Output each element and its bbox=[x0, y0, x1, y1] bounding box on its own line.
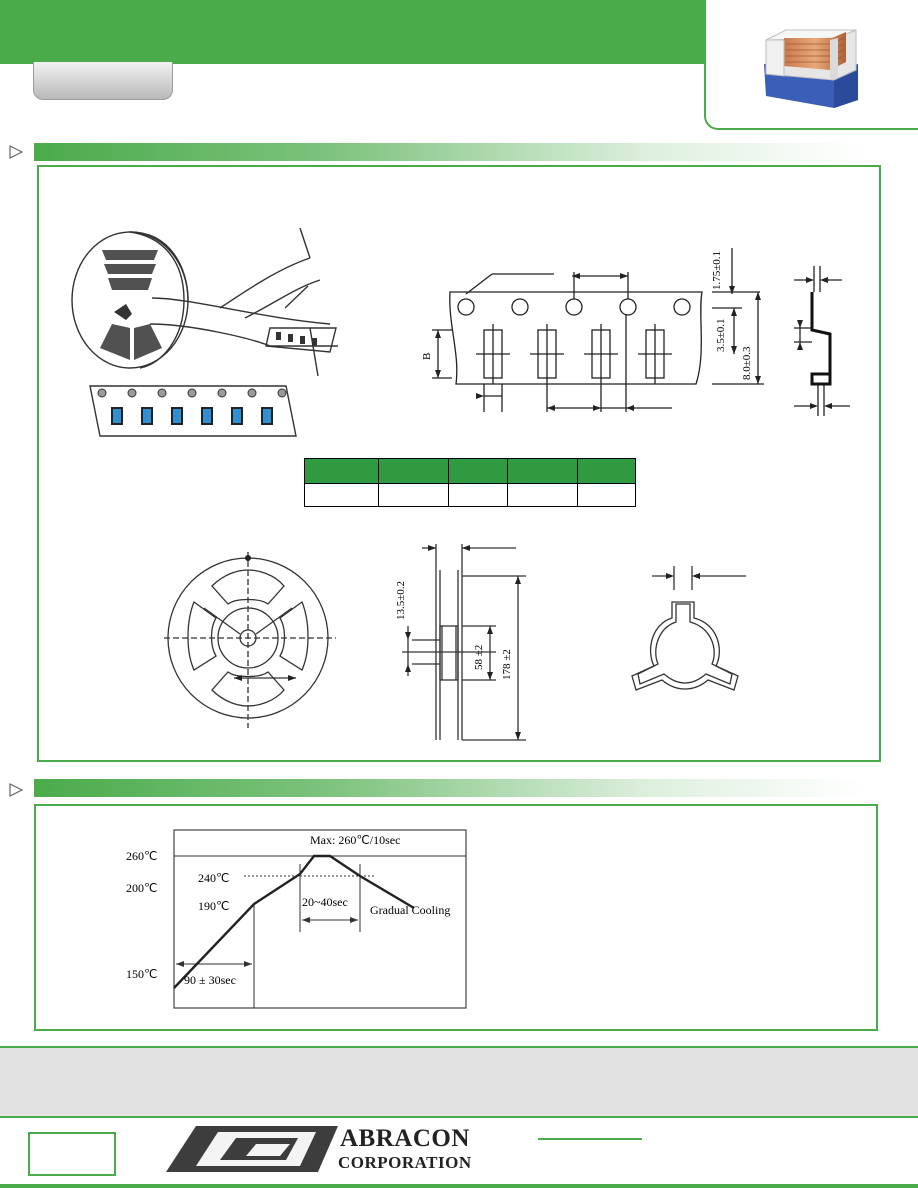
reel-spec-table bbox=[303, 458, 637, 507]
header-underline bbox=[0, 62, 704, 64]
company-name-line1: ABRACON bbox=[340, 1125, 470, 1152]
reflow-time-label: 20~40sec bbox=[302, 895, 348, 909]
abracon-logo-icon bbox=[166, 1126, 338, 1172]
temperature-profile-line bbox=[173, 854, 415, 989]
dim-top-edge: 1.75±0.1 bbox=[711, 251, 723, 290]
reflow-profile-chart: Max: 260℃/10sec 260℃ 240℃ 200℃ 190℃ 150℃… bbox=[126, 829, 467, 1009]
company-name-line2: CORPORATION bbox=[338, 1153, 472, 1172]
section-arrow-icon bbox=[9, 145, 24, 159]
footer-info-bar bbox=[0, 1046, 918, 1118]
footer-page-box bbox=[28, 1132, 116, 1176]
carrier-tape-dimension-drawing: 1.75±0.1 3.5±0.1 8.0±0.3 B bbox=[421, 248, 764, 412]
t190-label: 190℃ bbox=[198, 899, 229, 913]
table-row bbox=[303, 483, 637, 507]
reel-side-view-drawing: 13.5±0.2 58 ±2 178 ±2 bbox=[395, 544, 526, 741]
product-photo-frame bbox=[704, 0, 918, 130]
header-tab bbox=[33, 62, 173, 100]
preheat-time-label: 90 ± 30sec bbox=[184, 973, 236, 987]
dim-hub-dia: 58 ±2 bbox=[473, 645, 485, 670]
header-bar bbox=[0, 0, 704, 62]
dim-reel-dia: 178 ±2 bbox=[501, 649, 513, 680]
t150-label: 150℃ bbox=[126, 967, 157, 981]
dim-b: B bbox=[421, 353, 433, 360]
dim-hub-width: 13.5±0.2 bbox=[395, 581, 407, 620]
cooling-label: Gradual Cooling bbox=[370, 903, 450, 917]
t240-label: 240℃ bbox=[198, 871, 229, 885]
dim-tape-width: 8.0±0.3 bbox=[741, 346, 753, 380]
chart-frame bbox=[173, 829, 467, 1009]
section-arrow-icon bbox=[9, 783, 24, 797]
reel-hub-drawing bbox=[631, 566, 746, 691]
table-header-row bbox=[303, 458, 637, 484]
inductor-product-image bbox=[764, 29, 858, 108]
section-bar-packaging bbox=[34, 143, 864, 161]
peak-label: Max: 260℃/10sec bbox=[310, 833, 400, 847]
footer-bottom-line bbox=[0, 1184, 918, 1188]
t260-label: 260℃ bbox=[126, 849, 157, 863]
reel-tape-perspective-drawing bbox=[71, 228, 338, 437]
t200-label: 200℃ bbox=[126, 881, 157, 895]
dim-hole-offset: 3.5±0.1 bbox=[715, 318, 727, 352]
section-bar-soldering bbox=[34, 779, 864, 797]
tape-cross-section-drawing bbox=[794, 266, 850, 416]
footer-website-link[interactable] bbox=[538, 1138, 642, 1140]
reel-front-view-drawing bbox=[164, 552, 336, 728]
